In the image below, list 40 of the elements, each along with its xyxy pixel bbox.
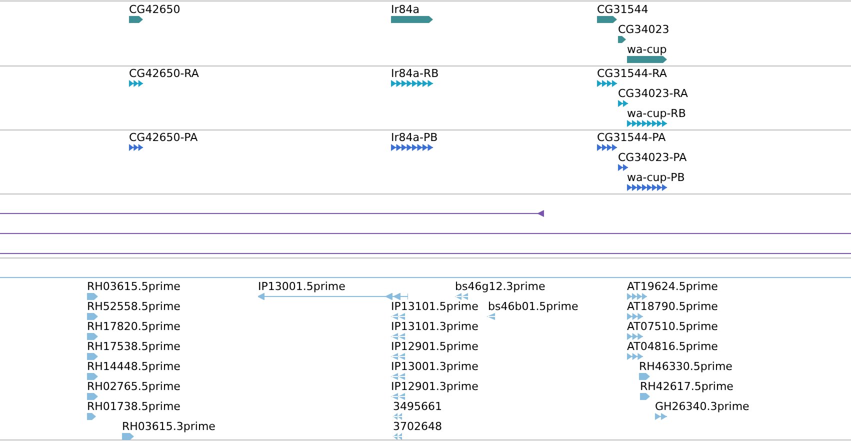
feature-label: wa-cup-PB [627,171,685,184]
feature-label: CG34023-PA [618,151,687,164]
feature-label: IP12901.3prime [391,380,478,393]
feature-label: RH17820.5prime [87,320,180,333]
feature-label: RH42617.5prime [640,380,734,393]
feature-label: CG34023-RA [618,87,688,100]
feature-label: AT18790.5prime [627,300,718,313]
feature-label: CG42650-PA [129,131,198,144]
feature-label: CG34023 [618,23,670,36]
feature-label: CG31544 [597,3,648,16]
feature-label: RH01738.5prime [87,400,180,413]
feature-label: Ir84a [391,3,420,16]
feature-label: Ir84a-RB [391,67,439,80]
feature-label: RH02765.5prime [87,380,180,393]
feature-label: CG42650-RA [129,67,199,80]
feature-label: RH17538.5prime [87,340,180,353]
feature-label: RH14448.5prime [87,360,180,373]
feature-label: IP12901.5prime [391,340,478,353]
feature-label: CG31544-RA [597,67,667,80]
feature-label: bs46g12.3prime [455,280,546,293]
feature-label: RH03615.5prime [87,280,180,293]
feature-label: 3702648 [393,420,442,433]
feature-label: RH52558.5prime [87,300,180,313]
feature-label: wa-cup-RB [627,107,686,120]
feature-label: CG42650 [129,3,180,16]
feature-label: AT07510.5prime [627,320,718,333]
feature-label: AT19624.5prime [627,280,718,293]
feature-label: RH46330.5prime [639,360,732,373]
feature-label: AT04816.5prime [627,340,718,353]
feature-label: wa-cup [627,43,667,56]
feature-label: CG31544-PA [597,131,666,144]
feature-label: RH03615.3prime [122,420,216,433]
feature-label: 3495661 [393,400,442,413]
feature-label: GH26340.3prime [655,400,750,413]
feature-label: bs46b01.5prime [488,300,578,313]
feature-label: IP13001.3prime [391,360,478,373]
feature-label: IP13101.5prime [391,300,478,313]
feature-label: Ir84a-PB [391,131,438,144]
feature-label: IP13001.5prime [258,280,346,293]
feature-label: IP13101.3prime [391,320,478,333]
